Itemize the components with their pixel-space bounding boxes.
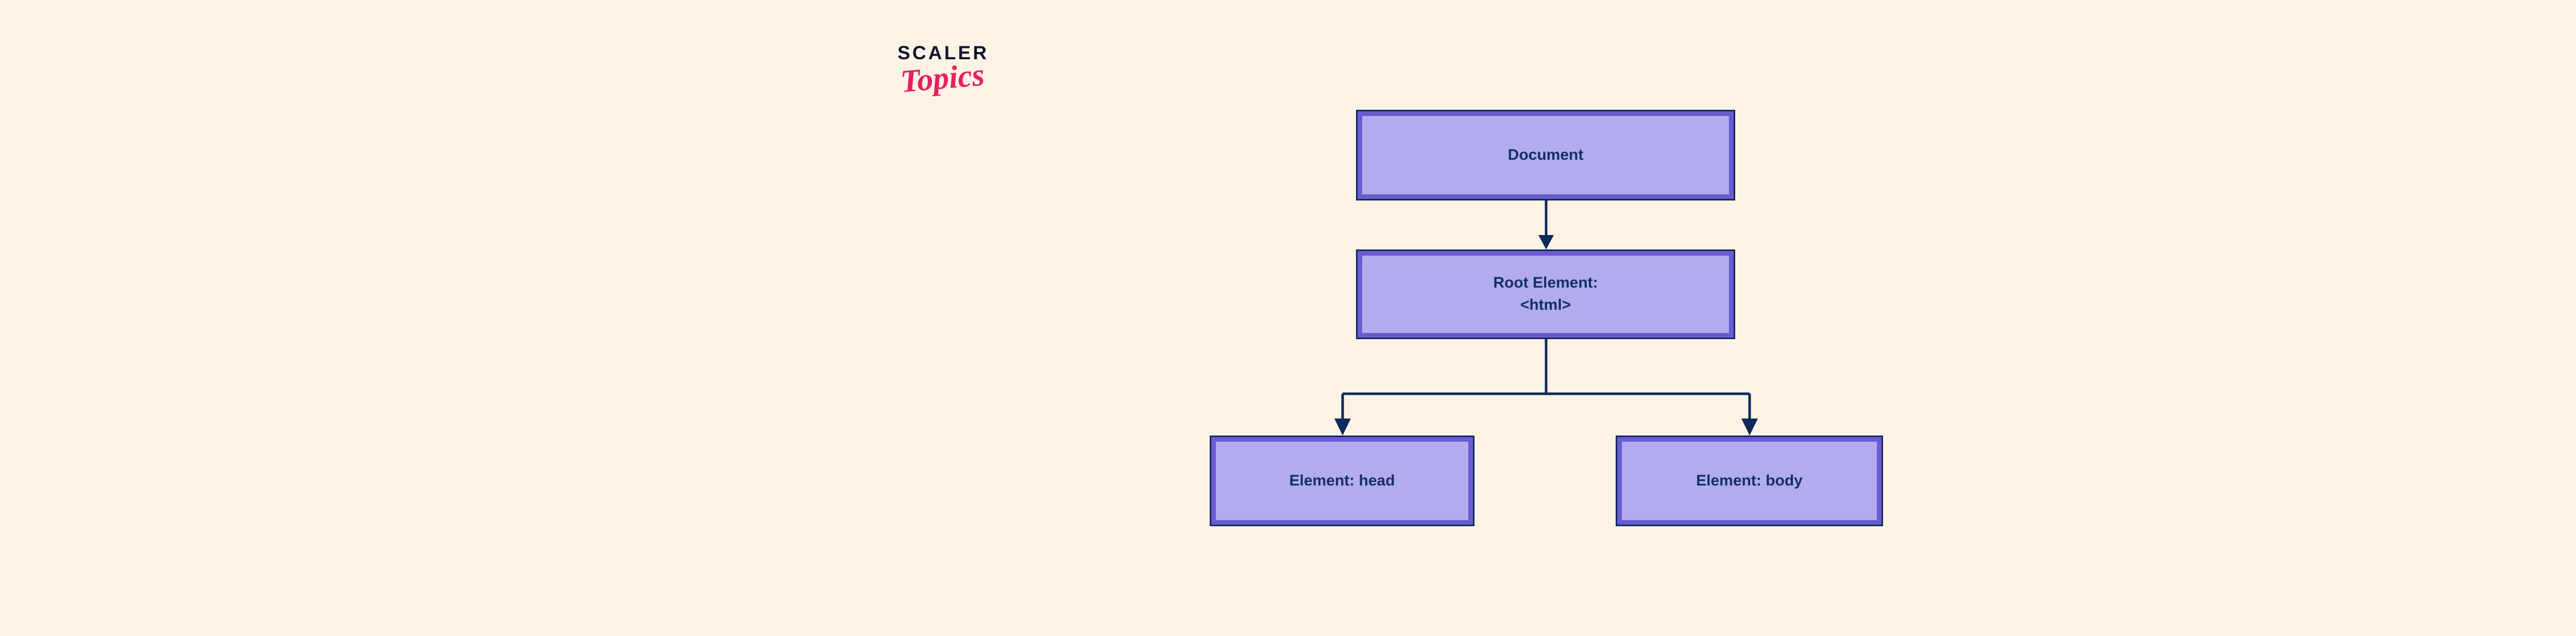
node-element-body-body: Element: body xyxy=(1622,442,1877,520)
node-element-body-label: Element: body xyxy=(1696,472,1803,489)
edge-document-to-root xyxy=(1538,200,1554,249)
logo-primary-text: SCALER xyxy=(897,42,989,63)
scaler-topics-logo: SCALER Topics xyxy=(897,43,1037,126)
edge-root-split xyxy=(1343,339,1750,395)
edge-root-to-body xyxy=(1741,394,1758,436)
edge-root-to-head xyxy=(1334,394,1351,436)
node-document[interactable]: Document xyxy=(1356,110,1735,200)
node-element-body[interactable]: Element: body xyxy=(1616,436,1883,526)
node-root-element-label: Root Element: <html> xyxy=(1493,274,1598,313)
node-document-label: Document xyxy=(1507,146,1584,163)
node-element-head-label: Element: head xyxy=(1289,472,1395,489)
node-element-head-body: Element: head xyxy=(1216,442,1468,520)
node-root-element[interactable]: Root Element: <html> xyxy=(1356,249,1735,339)
node-root-element-body: Root Element: <html> xyxy=(1362,256,1729,333)
node-element-head[interactable]: Element: head xyxy=(1210,436,1475,526)
node-document-body: Document xyxy=(1362,116,1729,194)
